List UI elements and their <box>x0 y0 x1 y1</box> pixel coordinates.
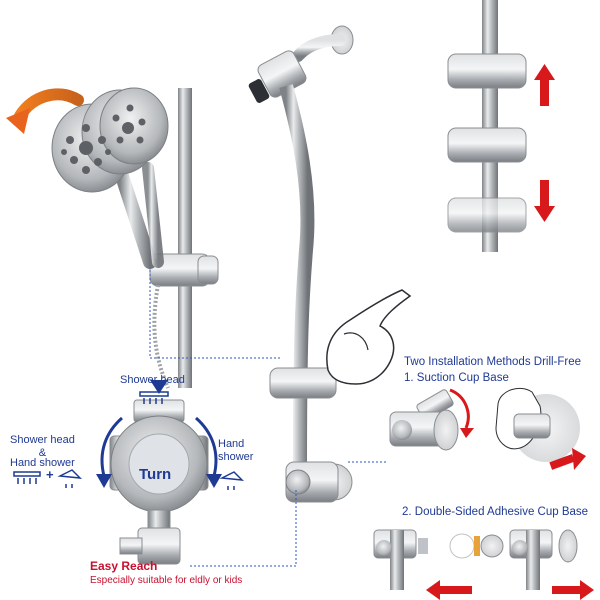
label-two-methods: Two Installation Methods Drill-Free <box>404 356 582 368</box>
push-arrow-icon <box>549 448 586 470</box>
left-rail <box>178 88 192 388</box>
diverter-closeup <box>96 380 222 565</box>
adhesive-demo <box>373 529 594 600</box>
label-amp: & <box>38 446 47 459</box>
hand-icon <box>326 289 412 385</box>
turn-arrow-icon <box>100 416 218 477</box>
label-hand-line: Hand <box>218 438 245 450</box>
shower-head-icon <box>13 391 169 484</box>
label-shower-line: shower <box>218 450 254 463</box>
label-hand-shower: Hand shower <box>218 438 253 463</box>
down-arrow-icon <box>534 180 555 222</box>
label-method-1: 1. Suction Cup Base <box>404 372 509 384</box>
riser-pipe <box>279 84 315 471</box>
left-rail-assembly <box>6 87 219 389</box>
shower-hose <box>152 284 170 389</box>
main-rail-assembly <box>248 25 412 503</box>
hand-shower-icon <box>57 469 245 490</box>
suction-cup-demo <box>389 388 586 470</box>
up-arrow-icon <box>534 64 555 106</box>
label-plus: + <box>46 467 54 482</box>
label-easy-reach: Easy Reach <box>90 559 158 573</box>
hand-shower-heads <box>51 87 169 193</box>
label-shower-head: Shower head <box>120 374 185 386</box>
label-hand-shower-line: Hand shower <box>10 457 75 470</box>
label-method-2: 2. Double-Sided Adhesive Cup Base <box>402 506 589 518</box>
center-slide-bracket <box>269 367 337 399</box>
callout-lines <box>149 270 388 567</box>
slider-demo <box>447 0 555 252</box>
label-easy-reach-sub: Especially suitable for eldly or kids <box>90 575 243 586</box>
label-turn: Turn <box>139 466 172 483</box>
label-shower-head-line: Shower head <box>10 434 75 446</box>
label-shower-head-and-hand: Shower head & Hand shower <box>10 434 75 470</box>
